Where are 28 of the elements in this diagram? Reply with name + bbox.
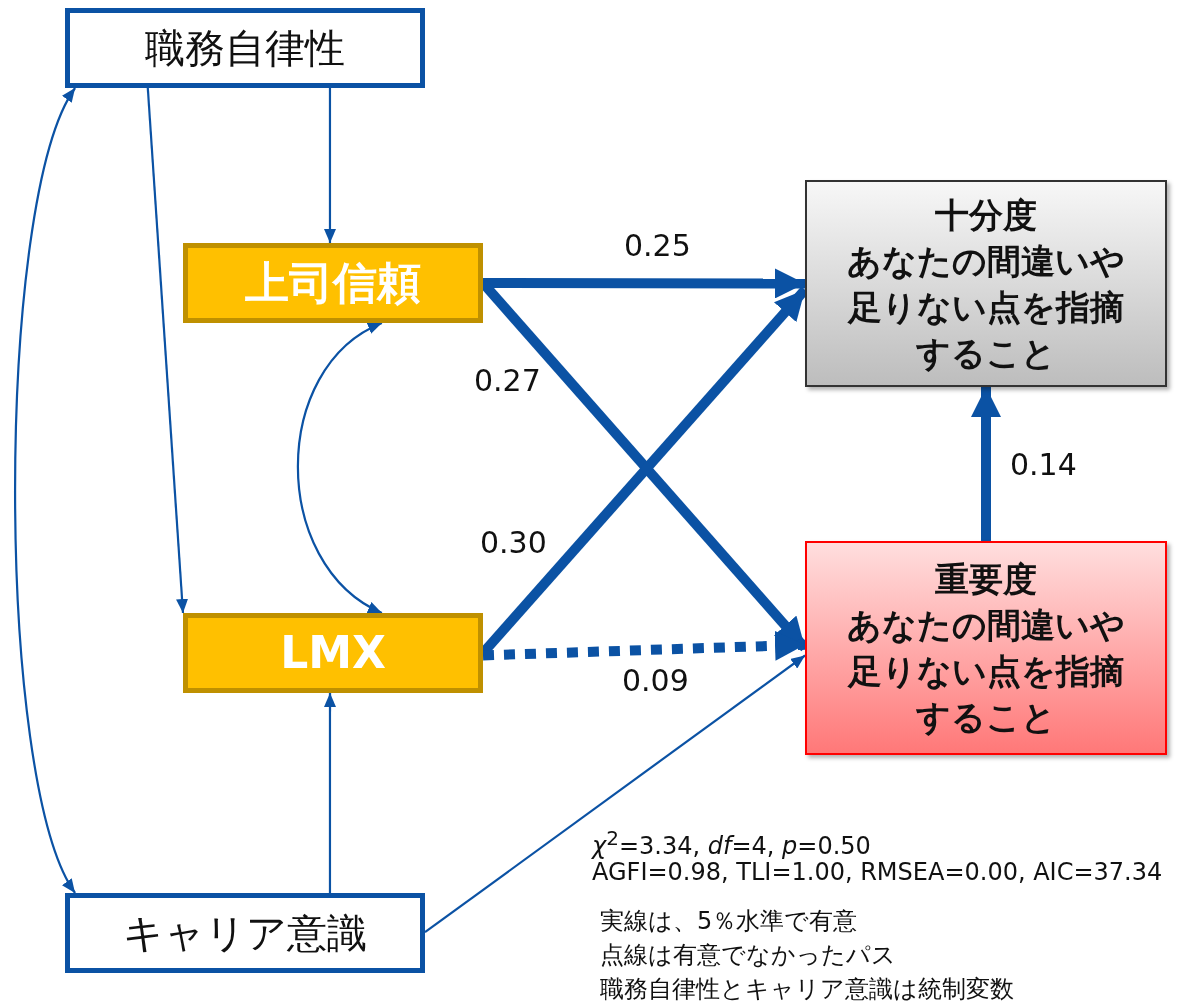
outcome-box (805, 180, 1167, 387)
node-label: 重要度 (935, 558, 1037, 601)
node-label: 職務自律性 (145, 26, 345, 70)
node-description: あなたの間違いや足りない点を指摘すること (846, 239, 1126, 375)
arrow (14, 87, 77, 894)
node-label: LMX (280, 628, 386, 678)
arrow (971, 387, 1001, 541)
note-text: 点線は有意でなかったパス (600, 940, 896, 970)
variable-box (65, 893, 425, 973)
variable-box (183, 613, 483, 693)
arrow (424, 654, 806, 934)
note-text: 実線は、5％水準で有意 (600, 906, 858, 936)
node-label: キャリア意識 (123, 911, 367, 955)
note-text: 職務自律性とキャリア意識は統制変数 (600, 974, 1014, 1004)
node-description: あなたの間違いや足りない点を指摘すること (846, 604, 1126, 739)
fit-statistics: AGFI=0.98, TLI=1.00, RMSEA=0.00, AIC=37.34 (592, 858, 1163, 887)
node-label: 十分度 (935, 193, 1037, 237)
arrow (324, 693, 336, 893)
arrow (482, 630, 806, 661)
outcome-box (805, 541, 1167, 755)
arrow (324, 88, 336, 243)
node-label: 上司信頼 (245, 258, 421, 308)
variable-box (183, 243, 483, 323)
arrow (296, 322, 383, 614)
fit-statistics: χ$^{2}$=3.34, df=4, p=0.50 (592, 825, 871, 861)
variable-box (65, 8, 425, 88)
arrow (146, 87, 189, 614)
arrow (483, 268, 805, 299)
